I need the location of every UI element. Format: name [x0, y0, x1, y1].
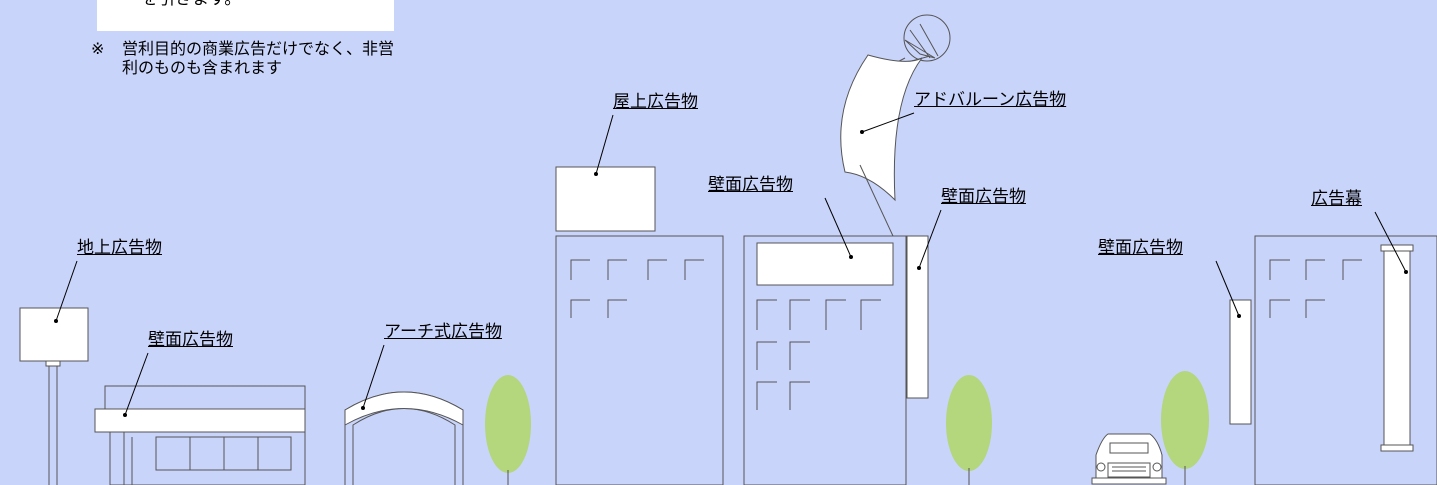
label-banner: 広告幕	[1311, 189, 1362, 209]
leader-dots	[54, 130, 1408, 417]
tree-icon	[485, 375, 531, 485]
ground-sign	[19, 307, 89, 485]
tree-icon	[1161, 371, 1209, 485]
note: ※ 営利目的の商業広告だけでなく、非営利のものも含まれます	[91, 39, 401, 77]
label-arch: アーチ式広告物	[384, 322, 502, 342]
right-building	[1229, 235, 1437, 485]
label-wall-center: 壁面広告物	[708, 175, 793, 195]
tree-icon	[946, 375, 992, 485]
note-text: 営利目的の商業広告だけでなく、非営利のものも含まれます	[122, 39, 395, 77]
note-header: を引きます。	[141, 0, 241, 9]
label-wall-side: 壁面広告物	[941, 187, 1026, 207]
label-wall-shop: 壁面広告物	[148, 330, 233, 350]
shop-building	[94, 385, 306, 485]
arch-sign	[344, 391, 464, 485]
balloon-icon	[840, 14, 951, 237]
leader-lines	[55, 112, 1407, 416]
car-icon	[1091, 433, 1167, 485]
note-header-box: を引きます。	[97, 0, 394, 31]
label-wall-right: 壁面広告物	[1098, 238, 1183, 258]
center-building	[743, 235, 929, 485]
label-ground-sign: 地上広告物	[77, 238, 162, 258]
label-rooftop: 屋上広告物	[613, 92, 698, 112]
note-mark: ※	[91, 39, 105, 58]
label-balloon: アドバルーン広告物	[914, 90, 1067, 110]
rooftop-building	[555, 166, 724, 485]
